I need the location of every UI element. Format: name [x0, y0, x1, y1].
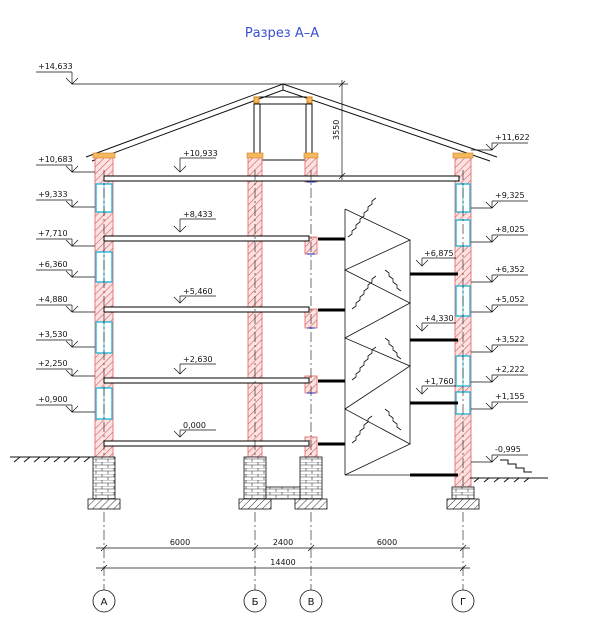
level-label: +2,222	[495, 365, 525, 374]
axis-bubble-a: А	[92, 589, 116, 613]
axis-bubble-g: Г	[451, 589, 475, 613]
level-label: +6,360	[38, 260, 68, 269]
left-level-labels: +14,633 +10,683 +9,333 +7,710 +6,360 +4,…	[38, 62, 73, 404]
vertical-dimension-value: 3550	[332, 120, 341, 140]
roof	[85, 83, 498, 162]
axis-bubbles: А Б В Г	[92, 589, 475, 613]
svg-text:А: А	[101, 597, 108, 608]
level-label: +5,052	[495, 295, 525, 304]
level-label: +0,900	[38, 395, 68, 404]
svg-text:Б: Б	[252, 597, 259, 608]
level-label: +3,522	[495, 335, 525, 344]
vertical-dimension	[283, 80, 348, 180]
dim-total: 14400	[270, 558, 295, 567]
level-label: +14,633	[38, 62, 73, 71]
right-level-labels: +11,622 +9,325 +8,025 +6,352 +5,052 +3,5…	[495, 133, 530, 454]
stair-level-label: +4,330	[424, 314, 454, 323]
slab-level-label: +8,433	[183, 210, 213, 219]
foundations	[87, 456, 480, 510]
right-level-marks	[471, 142, 528, 463]
floor-slabs	[103, 175, 460, 447]
level-label: +9,325	[495, 191, 525, 200]
dim-span-vg: 6000	[377, 538, 397, 547]
level-label: +7,710	[38, 229, 68, 238]
stair-level-label: +1,760	[424, 377, 454, 386]
level-label: +2,250	[38, 359, 68, 368]
level-label: +9,333	[38, 190, 68, 199]
dimension-labels: 6000 2400 6000 14400	[170, 538, 397, 567]
stair-landings	[318, 237, 458, 477]
slab-level-marks	[173, 157, 216, 438]
stair-level-labels: +6,875 +4,330 +1,760	[424, 249, 454, 386]
level-label: +10,683	[38, 155, 73, 164]
svg-text:Г: Г	[460, 597, 466, 608]
axis-bubble-b: Б	[243, 589, 267, 613]
attic-box	[253, 96, 313, 161]
svg-text:В: В	[308, 597, 315, 608]
level-label: +3,530	[38, 330, 68, 339]
dimension-lines	[96, 544, 470, 572]
level-label: +1,155	[495, 392, 525, 401]
stair-level-label: +6,875	[424, 249, 454, 258]
drawing-title: Разрез А–А	[245, 26, 319, 41]
level-label: +8,025	[495, 225, 525, 234]
slab-level-label: +2,630	[183, 355, 213, 364]
slab-level-label: +5,460	[183, 287, 213, 296]
level-label: +4,880	[38, 295, 68, 304]
staircase	[344, 197, 411, 476]
axis-lines	[103, 170, 464, 590]
left-level-marks	[36, 71, 283, 413]
dim-span-bv: 2400	[273, 538, 293, 547]
slab-level-labels: +10,933 +8,433 +5,460 +2,630 0,000	[183, 149, 218, 430]
level-label: +6,352	[495, 265, 525, 274]
axis-bubble-v: В	[299, 589, 323, 613]
level-label: -0,995	[495, 445, 521, 454]
ground-line	[10, 456, 548, 483]
slab-level-label: +10,933	[183, 149, 218, 158]
stair-level-marks	[415, 257, 456, 395]
slab-level-label: 0,000	[183, 421, 206, 430]
level-label: +11,622	[495, 133, 530, 142]
dim-span-ab: 6000	[170, 538, 190, 547]
